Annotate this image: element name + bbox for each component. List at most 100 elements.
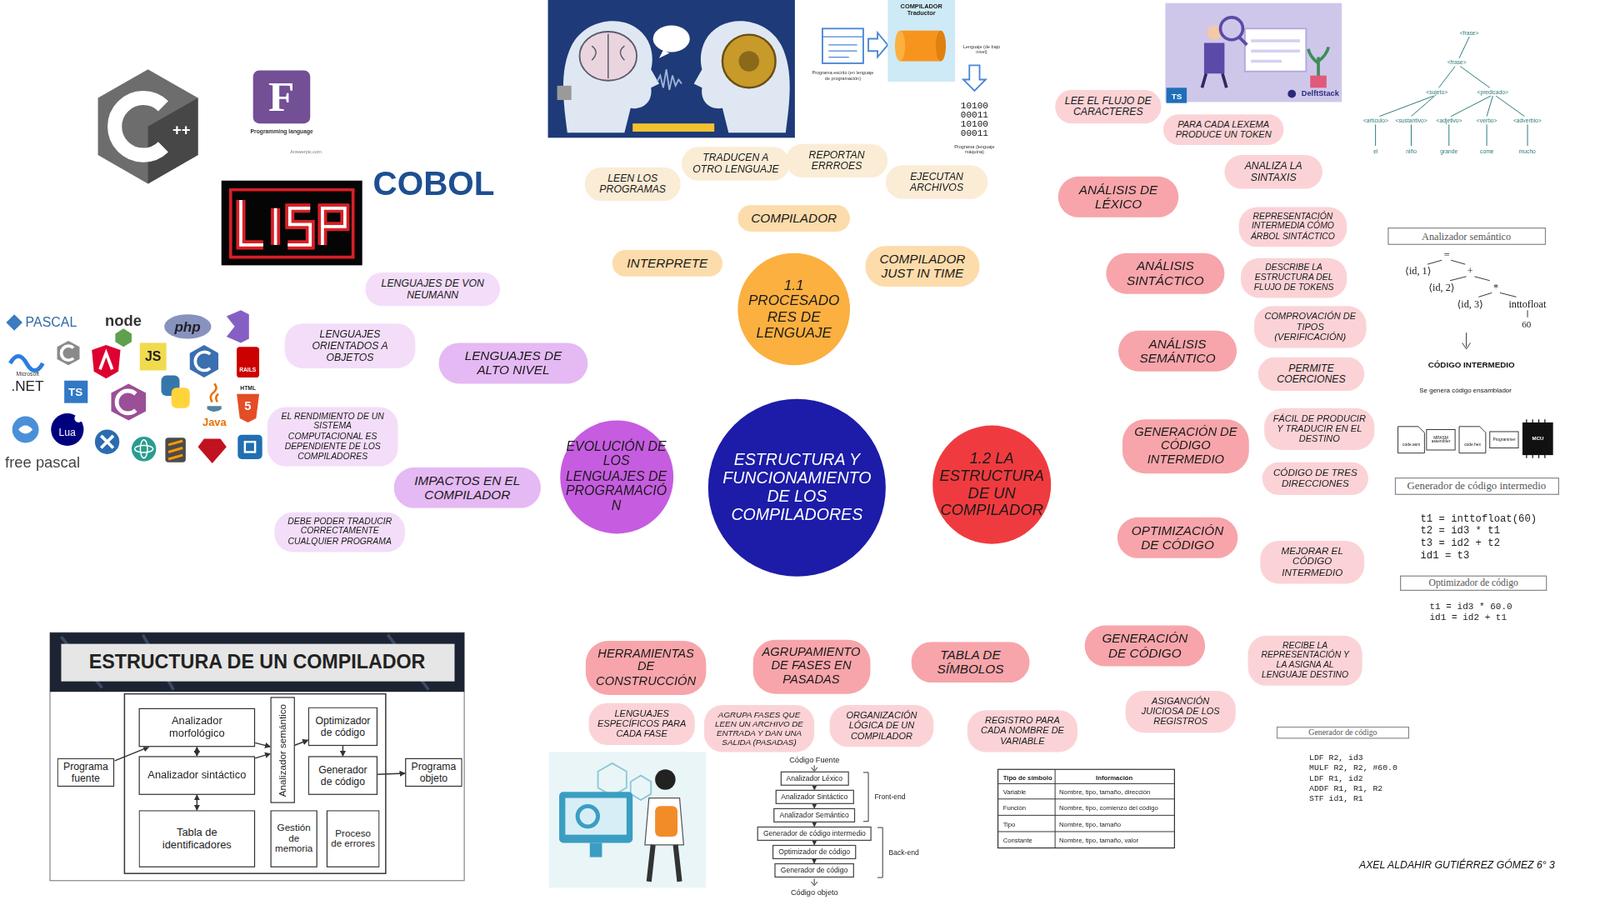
language-logos [5, 310, 262, 464]
label-text: niño [1405, 148, 1417, 155]
node-text: Analizador morfológico [142, 715, 251, 740]
node-text: COMPILADOR [750, 210, 837, 226]
subtopic-pill: HERRAMIENTAS DE CONSTRUCCIÓN [585, 640, 706, 695]
label-text: Función [1003, 803, 1026, 811]
figure-title-band: ESTRUCTURA DE UN COMPILADOR [60, 644, 454, 681]
node-text: EL RENDIMIENTO DE UN SISTEMA COMPUTACION… [275, 411, 390, 462]
node-text: Tabla de identificadores [142, 826, 251, 850]
developer-illustration [549, 751, 707, 888]
node-text: CÓDIGO DE TRES DIRECCIONES [1270, 467, 1360, 490]
subtopic-pill: IMPACTOS EN EL COMPILADOR [394, 466, 541, 509]
node-text: Generador de código [1308, 728, 1377, 738]
label-text: Constante [1003, 835, 1033, 844]
node-text: LENGUAJES ORIENTADOS A OBJETOS [292, 328, 407, 364]
label-text: Nombre, tipo, tamaño, dirección [1059, 787, 1150, 795]
node-text: COMPILADOR [900, 3, 943, 10]
node-text: HERRAMIENTAS DE CONSTRUCCIÓN [595, 646, 697, 690]
subtopic-pill: AGRUPAMIENTO DE FASES EN PASADAS [752, 639, 870, 694]
node-text: ANÁLISIS SINTÁCTICO [1115, 258, 1215, 288]
label-text: mucho [1519, 148, 1536, 155]
label-text: <artículo> [1363, 117, 1389, 125]
node-text: PERMITE COERCIONES [1266, 361, 1357, 385]
node-text: Analizador Semántico [780, 810, 850, 819]
label-text: Nombre, tipo, tamaño, valor [1059, 835, 1139, 844]
code-line: 10100 [960, 100, 989, 112]
label-text: ⟨id, 2⟩ [1428, 281, 1455, 294]
node-text: Optimizador de código [778, 848, 850, 856]
label-text: Código objeto [790, 888, 839, 898]
label-text: CÓDIGO INTERMEDIO [1428, 360, 1515, 370]
node-text: 1.1 PROCESADORES DE LENGUAJE [744, 277, 845, 342]
subtopic-pill: COMPILADOR [737, 205, 850, 232]
node-text: PARA CADA LEXEMA PRODUCE UN TOKEN [1171, 119, 1276, 140]
code-line: 00011 [960, 110, 989, 121]
detail-pill: REPRESENTACIÓN INTERMEDIA CÓMO ÁRBOL SIN… [1239, 206, 1348, 247]
label-text: <frase> [1447, 59, 1467, 66]
label-text: Nombre, tipo, tamaño [1059, 820, 1121, 828]
connector-arrow [196, 746, 198, 756]
detail-pill: LENGUAJES ORIENTADOS A OBJETOS [285, 323, 416, 369]
detail-pill: EJECUTAN ARCHIVOS [885, 165, 988, 199]
node-text: ASIGANCIÓN JUICIOSA DE LOS REGISTROS [1133, 695, 1228, 727]
node-text: ESTRUCTURA Y FUNCIONAMIENTO DE LOS COMPI… [716, 450, 878, 525]
subtopic-pill: INTERPRETE [612, 250, 723, 277]
code-line: 10100 [960, 119, 989, 130]
label-text: Java [202, 415, 227, 428]
node-text: COMPILADOR JUST IN TIME [874, 251, 970, 281]
label-text: COBOL [373, 164, 495, 203]
phase-box: Analizador Léxico [780, 771, 849, 786]
detail-pill: MEJORAR EL CÓDIGO INTERMEDIO [1260, 540, 1365, 584]
label-text: Variable [1003, 787, 1027, 795]
node-text: AGRUPAMIENTO DE FASES EN PASADAS [761, 645, 861, 688]
stage-title-box: Generador de código intermedio [1394, 476, 1559, 495]
code-line: STF id1, R1 [1309, 793, 1364, 803]
stage-title-box: Optimizador de código [1400, 575, 1547, 590]
node-text: Programa fuente [60, 760, 110, 784]
node-text: IMPACTOS EN EL COMPILADOR [403, 473, 532, 503]
subtopic-pill: GENERACIÓN DE CÓDIGO [1085, 625, 1205, 667]
stage-title-box: Generador de código [1276, 726, 1410, 740]
code-line: LDF R1, id2 [1309, 773, 1364, 783]
connector-arrow [377, 773, 405, 775]
node-text: REGISTRO PARA CADA NOMBRE DE VARIABLE [975, 715, 1070, 747]
subtopic-pill: LENGUAJES DE ALTO NIVEL [439, 342, 589, 385]
detail-pill: AGRUPA FASES QUE LEEN UN ARCHIVO DE ENTR… [704, 705, 815, 753]
subtopic-pill: TABLA DE SÍMBOLOS [910, 641, 1030, 684]
compiler-structure-figure [50, 632, 465, 881]
topic-circle: EVOLUCIÓN DE LOS LENGUAJES DE PROGRAMACI… [560, 420, 674, 534]
node-text: TRADUCEN A OTRO LENGUAJE [690, 151, 782, 175]
detail-pill: LEEN LOS PROGRAMAS [585, 166, 681, 200]
node-text: RECIBE LA REPRESENTACIÓN Y LA ASIGNA AL … [1255, 640, 1355, 680]
code-line: id1 = t3 [1420, 550, 1470, 562]
code-line: t1 = id3 * 60.0 [1430, 601, 1513, 613]
node-text: Optimizador de código [312, 715, 374, 738]
node-text: Analizador semántico [1421, 230, 1511, 241]
label-text: <frase> [1460, 30, 1480, 37]
label-text: .NET [10, 377, 44, 395]
label-text: AXEL ALDAHIR GUTIÉRREZ GÓMEZ 6° 3 [1359, 859, 1555, 871]
detail-pill: DESCRIBE LA ESTRUCTURA DEL FLUJO DE TOKE… [1240, 257, 1347, 298]
detail-pill: REPORTAN ERRROES [785, 143, 888, 177]
label-text: = [1444, 249, 1450, 261]
node-text: Programa objeto [409, 760, 459, 784]
node-text: OPTIMIZACIÓN DE CÓDIGO [1126, 523, 1229, 553]
process-box: Generador de código [308, 755, 378, 795]
node-text: Generador de código [312, 764, 374, 787]
detail-pill: ASIGANCIÓN JUICIOSA DE LOS REGISTROS [1125, 690, 1236, 732]
node-text: GENERACIÓN DE CÓDIGO [1094, 630, 1196, 660]
label-text: <sujeto> [1425, 89, 1448, 96]
symbol-table-grid [998, 769, 1175, 848]
phase-box: Generador de código intermedio [757, 826, 873, 841]
subtopic-pill: ANÁLISIS SINTÁCTICO [1105, 252, 1225, 295]
label-text: code.asm [1402, 442, 1420, 448]
label-text: 60 [1521, 319, 1531, 330]
node-text: EVOLUCIÓN DE LOS LENGUAJES DE PROGRAMACI… [565, 439, 667, 514]
label-text: Programa (lenguaje máquina) [945, 144, 1004, 155]
label-text: TS [68, 385, 83, 398]
process-box: Analizador semántico [270, 696, 295, 803]
label-text: DelftStack [1301, 89, 1340, 99]
process-box: Gestión de memoria [270, 810, 317, 868]
label-text: 5 [244, 400, 251, 415]
detail-pill: COMPROVACIÓN DE TIPOS (VERIFICACIÓN) [1254, 305, 1367, 348]
